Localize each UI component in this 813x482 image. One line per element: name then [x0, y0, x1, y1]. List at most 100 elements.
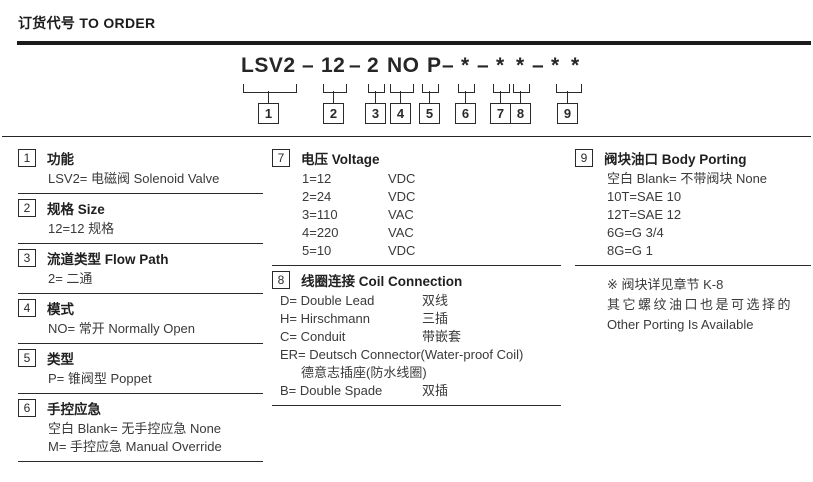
bracket-6: [458, 84, 475, 93]
code-star: *: [551, 54, 560, 77]
section-line: P= 锥阀型 Poppet: [48, 371, 152, 386]
voltage-value: 5=10: [302, 243, 332, 258]
coil-option-zh: 双线: [422, 293, 449, 308]
right-column: 9 阀块油口 Body Porting 空白 Blank= 不带阀块 None …: [575, 144, 811, 335]
voltage-value: 4=220: [302, 225, 339, 240]
bracket-7: [493, 84, 510, 93]
section-5-type: 5 类型 P= 锥阀型 Poppet: [18, 344, 263, 394]
code-dash: –: [532, 54, 545, 77]
section-line: 空白 Blank= 无手控应急 None: [48, 421, 222, 436]
voltage-unit: VDC: [388, 171, 416, 186]
position-box-1: 1: [258, 103, 279, 124]
coil-option: D= Double Lead: [280, 293, 375, 308]
porting-note: ※ 阀块详见章节 K-8 其它螺纹油口也是可选择的 Other Porting …: [575, 266, 811, 335]
bracket-stem-6: [465, 91, 466, 103]
section-title: 流道类型 Flow Path: [47, 252, 169, 267]
section-number-box: 5: [18, 349, 36, 367]
code-segment-flow: 2: [367, 54, 380, 77]
section-number-box: 2: [18, 199, 36, 217]
section-6-manual-override: 6 手控应急 空白 Blank= 无手控应急 None M= 手控应急 Manu…: [18, 394, 263, 462]
coil-option: ER= Deutsch Connector(Water-proof Coil): [280, 347, 524, 362]
section-line: LSV2= 电磁阀 Solenoid Valve: [48, 171, 220, 186]
position-box-2: 2: [323, 103, 344, 124]
section-number-box: 6: [18, 399, 36, 417]
coil-row: D= Double Lead 双线: [280, 292, 561, 310]
section-line: M= 手控应急 Manual Override: [48, 439, 222, 454]
section-8-coil-connection: 8 线圈连接 Coil Connection D= Double Lead 双线…: [272, 266, 561, 406]
section-line: 12=12 规格: [48, 221, 115, 236]
content-top-rule: [2, 136, 811, 137]
bracket-1: [243, 84, 297, 93]
coil-row-continuation: 德意志插座(防水线圈): [280, 364, 561, 382]
code-segment-model: LSV2: [241, 54, 296, 77]
coil-option-zh: 三插: [422, 311, 449, 326]
bracket-8: [513, 84, 530, 93]
code-star: *: [516, 54, 525, 77]
bracket-5: [422, 84, 439, 93]
section-7-voltage: 7 电压 Voltage 1=12 VDC 2=24 VDC 3=110 VAC…: [272, 144, 561, 266]
voltage-value: 2=24: [302, 189, 332, 204]
voltage-row: 2=24 VDC: [302, 188, 561, 206]
code-dash: –: [477, 54, 490, 77]
voltage-row: 1=12 VDC: [302, 170, 561, 188]
section-title: 功能: [47, 152, 74, 167]
voltage-unit: VDC: [388, 243, 416, 258]
section-title: 阀块油口 Body Porting: [604, 152, 747, 167]
bracket-9: [556, 84, 582, 93]
bracket-stem-3: [375, 91, 376, 103]
coil-option: B= Double Spade: [280, 383, 383, 398]
bracket-stem-4: [400, 91, 401, 103]
position-box-9: 9: [557, 103, 578, 124]
coil-row: H= Hirschmann 三插: [280, 310, 561, 328]
section-line: NO= 常开 Normally Open: [48, 321, 196, 336]
coil-row: B= Double Spade 双插: [280, 382, 561, 400]
header-rule: [17, 41, 811, 45]
voltage-value: 1=12: [302, 171, 332, 186]
code-star: *: [496, 54, 505, 77]
section-3-flow-path: 3 流道类型 Flow Path 2= 二通: [18, 244, 263, 294]
voltage-unit: VAC: [388, 225, 414, 240]
coil-option: H= Hirschmann: [280, 311, 370, 326]
section-1-function: 1 功能 LSV2= 电磁阀 Solenoid Valve: [18, 144, 263, 194]
code-star: *: [571, 54, 580, 77]
section-title: 规格 Size: [47, 202, 105, 217]
code-segment-type: P: [427, 54, 442, 77]
coil-option: C= Conduit: [280, 329, 346, 344]
code-dash: –: [302, 54, 315, 77]
bracket-4: [390, 84, 414, 93]
bracket-stem-7: [500, 91, 501, 103]
bracket-stem-8: [520, 91, 521, 103]
code-segment-size: 12: [321, 54, 346, 77]
code-star: *: [461, 54, 470, 77]
coil-option-zh: 德意志插座(防水线圈): [301, 365, 427, 380]
bracket-stem-2: [333, 91, 334, 103]
bracket-stem-1: [268, 91, 269, 103]
section-9-body-porting: 9 阀块油口 Body Porting 空白 Blank= 不带阀块 None …: [575, 144, 811, 266]
bracket-stem-9: [567, 91, 568, 103]
section-number-box: 4: [18, 299, 36, 317]
bracket-3: [368, 84, 385, 93]
section-number-box: 7: [272, 149, 290, 167]
porting-option: 6G=G 3/4: [607, 225, 664, 240]
section-title: 电压 Voltage: [301, 152, 380, 167]
position-box-7: 7: [490, 103, 511, 124]
voltage-row: 5=10 VDC: [302, 242, 561, 260]
section-title: 手控应急: [47, 402, 101, 417]
voltage-unit: VAC: [388, 207, 414, 222]
voltage-row: 4=220 VAC: [302, 224, 561, 242]
code-segment-mode: NO: [387, 54, 420, 77]
voltage-row: 3=110 VAC: [302, 206, 561, 224]
code-dash: –: [349, 54, 362, 77]
section-number-box: 9: [575, 149, 593, 167]
section-line: 2= 二通: [48, 271, 93, 286]
coil-row: C= Conduit 带嵌套: [280, 328, 561, 346]
section-2-size: 2 规格 Size 12=12 规格: [18, 194, 263, 244]
position-box-8: 8: [510, 103, 531, 124]
porting-option: 8G=G 1: [607, 243, 653, 258]
section-number-box: 1: [18, 149, 36, 167]
bracket-2: [323, 84, 347, 93]
position-box-6: 6: [455, 103, 476, 124]
coil-row: ER= Deutsch Connector(Water-proof Coil): [280, 346, 561, 364]
section-number-box: 8: [272, 271, 290, 289]
note-line: ※ 阀块详见章节 K-8: [607, 277, 724, 292]
